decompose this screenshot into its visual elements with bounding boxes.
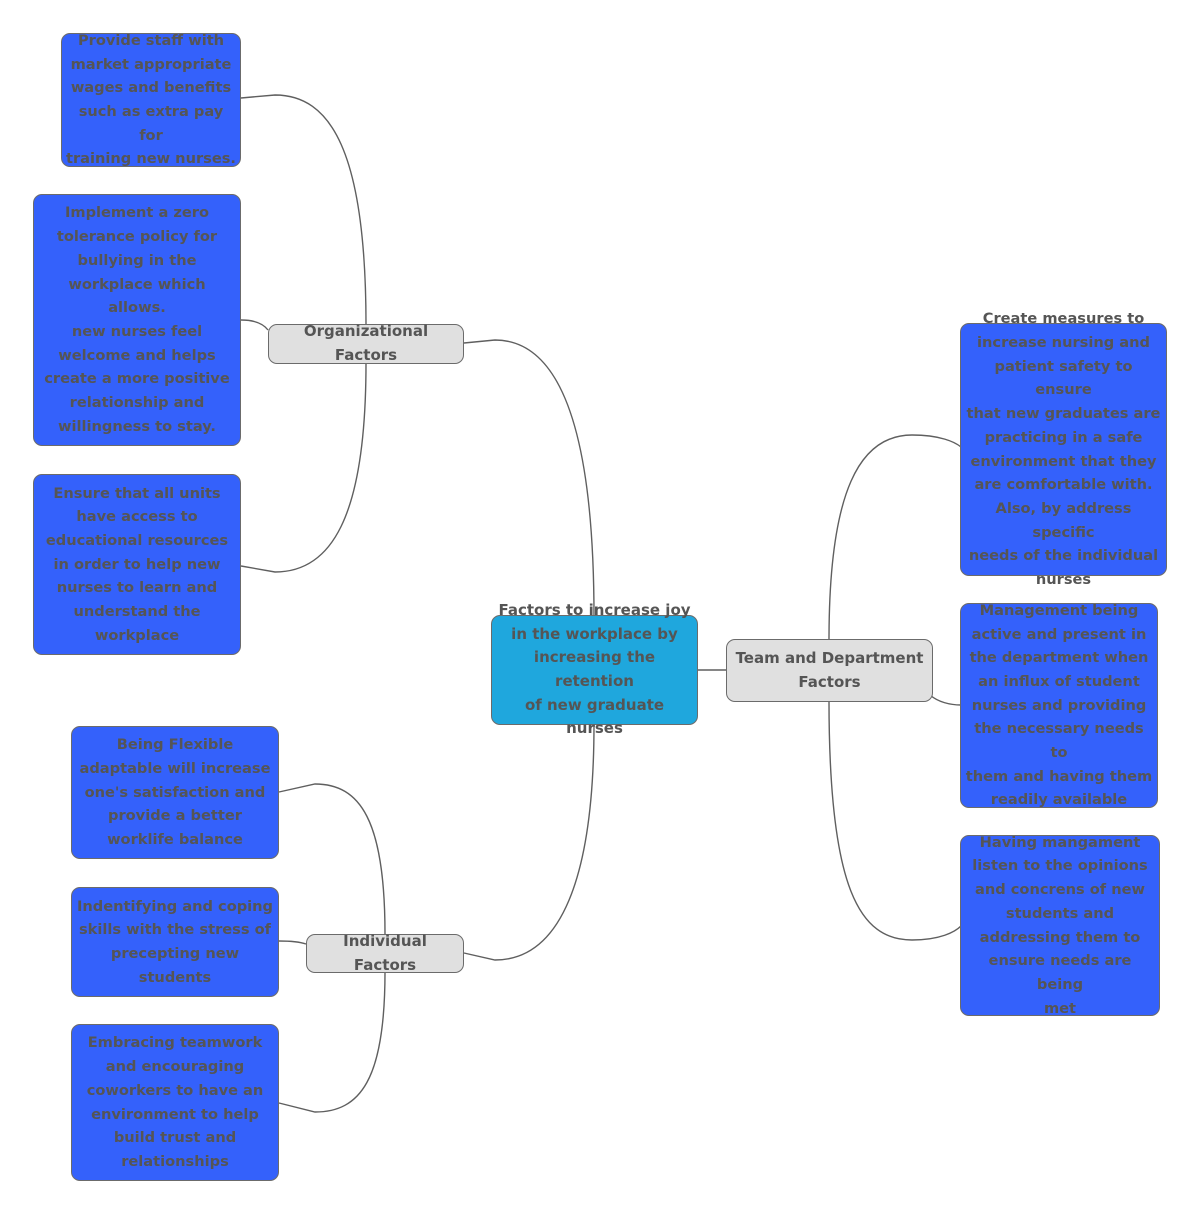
connector-ind-item-1 <box>278 783 386 935</box>
ind-item-teamwork-text: Embracing teamwork and encouraging cowor… <box>86 1034 264 1170</box>
connector-ind-item-3 <box>278 971 386 1113</box>
team-item-safety-measures-text: Create measures to increase nursing and … <box>966 310 1161 589</box>
connector-org-item-1 <box>240 94 367 326</box>
connector-team-item-2 <box>929 694 962 706</box>
ind-item-coping-skills[interactable]: Indentifying and coping skills with the … <box>71 887 279 997</box>
org-item-zero-tolerance[interactable]: Implement a zero tolerance policy for bu… <box>33 194 241 446</box>
central-topic-text: Factors to increase joy in the workplace… <box>498 600 691 738</box>
ind-item-flexible[interactable]: Being Flexible adaptable will increase o… <box>71 726 279 859</box>
team-item-management-listen-text: Having mangament listen to the opinions … <box>972 833 1148 1017</box>
connector-ind-item-2 <box>278 940 307 945</box>
team-item-management-present[interactable]: Management being active and present in t… <box>960 602 1158 808</box>
org-item-wages[interactable]: Provide staff with market appropriate wa… <box>61 32 241 167</box>
team-item-management-listen[interactable]: Having mangament listen to the opinions … <box>960 834 1160 1017</box>
connector-root-to-individual <box>463 723 595 961</box>
team-item-safety-measures[interactable]: Create measures to increase nursing and … <box>960 310 1167 588</box>
branch-team-department-factors[interactable]: Team and Department Factors <box>726 639 933 702</box>
branch-team-label: Team and Department Factors <box>735 648 924 691</box>
connector-team-item-1 <box>828 434 962 641</box>
central-topic[interactable]: Factors to increase joy in the workplace… <box>491 601 698 737</box>
ind-item-flexible-text: Being Flexible adaptable will increase o… <box>79 736 271 849</box>
connector-org-item-2 <box>240 319 269 331</box>
branch-individual-factors[interactable]: Individual Factors <box>306 932 464 974</box>
team-item-management-present-text: Management being active and present in t… <box>965 601 1153 809</box>
ind-item-teamwork[interactable]: Embracing teamwork and encouraging cowor… <box>71 1024 279 1181</box>
org-item-zero-tolerance-text: Implement a zero tolerance policy for bu… <box>44 204 230 435</box>
branch-individual-label: Individual Factors <box>343 931 427 974</box>
org-item-educational-resources-text: Ensure that all units have access to edu… <box>45 484 229 644</box>
branch-organizational-factors[interactable]: Organizational Factors <box>268 322 464 364</box>
branch-organizational-label: Organizational Factors <box>303 322 429 364</box>
ind-item-coping-skills-text: Indentifying and coping skills with the … <box>76 897 274 986</box>
connector-team-item-3 <box>828 700 962 941</box>
org-item-wages-text: Provide staff with market appropriate wa… <box>66 31 236 168</box>
org-item-educational-resources[interactable]: Ensure that all units have access to edu… <box>33 474 241 655</box>
connector-root-to-organizational <box>463 339 595 618</box>
connector-org-item-3 <box>240 362 367 573</box>
